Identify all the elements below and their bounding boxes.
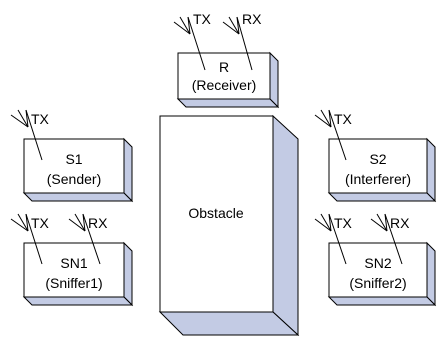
tx-antenna-icon [10, 109, 43, 161]
node-sender-role: (Sender) [47, 171, 101, 187]
node-interferer-box [328, 138, 428, 194]
obstacle: Obstacle [158, 114, 300, 337]
node-sniffer1-role: (Sniffer1) [45, 275, 102, 291]
node-sniffer1-bottom [22, 296, 134, 306]
node-receiver: R (Receiver) TX RX [173, 11, 280, 109]
node-sender-side [123, 137, 133, 203]
node-sniffer1: SN1 (Sniffer1) TX RX [10, 213, 134, 307]
node-sniffer2-side [426, 241, 436, 307]
node-sender-bottom [22, 192, 134, 202]
node-sniffer2-role: (Sniffer2) [349, 275, 406, 291]
node-sniffer2-rx-label: RX [390, 215, 410, 231]
node-sniffer1-box [23, 242, 125, 298]
node-sniffer2-tx-label: TX [334, 215, 353, 231]
obstacle-right-side [272, 114, 299, 337]
node-sniffer1-name: SN1 [60, 255, 87, 271]
node-sender-box [23, 138, 125, 194]
node-sniffer2-name: SN2 [364, 255, 391, 271]
node-sender: S1 (Sender) TX [10, 109, 134, 203]
node-sniffer2-bottom [327, 296, 437, 306]
node-receiver-tx-label: TX [193, 11, 212, 27]
node-receiver-side [269, 51, 279, 109]
node-interferer-tx-label: TX [334, 111, 353, 127]
obstacle-bottom-side [158, 311, 300, 336]
node-sniffer2-box [328, 242, 428, 298]
rx-antenna-icon [222, 16, 253, 71]
node-receiver-rx-label: RX [242, 11, 262, 27]
node-receiver-bottom [176, 98, 280, 108]
node-sender-tx-label: TX [31, 111, 50, 127]
node-sniffer1-side [123, 241, 133, 307]
node-interferer: S2 (Interferer) TX [314, 109, 437, 203]
rx-antenna-icon [68, 213, 101, 265]
tx-antenna-icon [314, 109, 347, 161]
obstacle-face [159, 115, 274, 313]
obstacle-label: Obstacle [188, 205, 243, 221]
rx-antenna-icon [370, 213, 403, 265]
node-receiver-name: R [219, 59, 229, 75]
tx-antenna-icon [314, 213, 347, 265]
tx-antenna-icon [173, 16, 206, 71]
node-sniffer1-tx-label: TX [31, 215, 50, 231]
node-interferer-side [426, 137, 436, 203]
node-sender-name: S1 [65, 151, 82, 167]
tx-antenna-icon [10, 213, 43, 265]
node-interferer-name: S2 [369, 151, 386, 167]
node-sniffer2: SN2 (Sniffer2) TX RX [314, 213, 437, 307]
node-interferer-role: (Interferer) [345, 171, 411, 187]
node-receiver-box [177, 52, 271, 100]
node-interferer-bottom [327, 192, 437, 202]
node-sniffer1-rx-label: RX [88, 215, 108, 231]
node-receiver-role: (Receiver) [192, 77, 257, 93]
